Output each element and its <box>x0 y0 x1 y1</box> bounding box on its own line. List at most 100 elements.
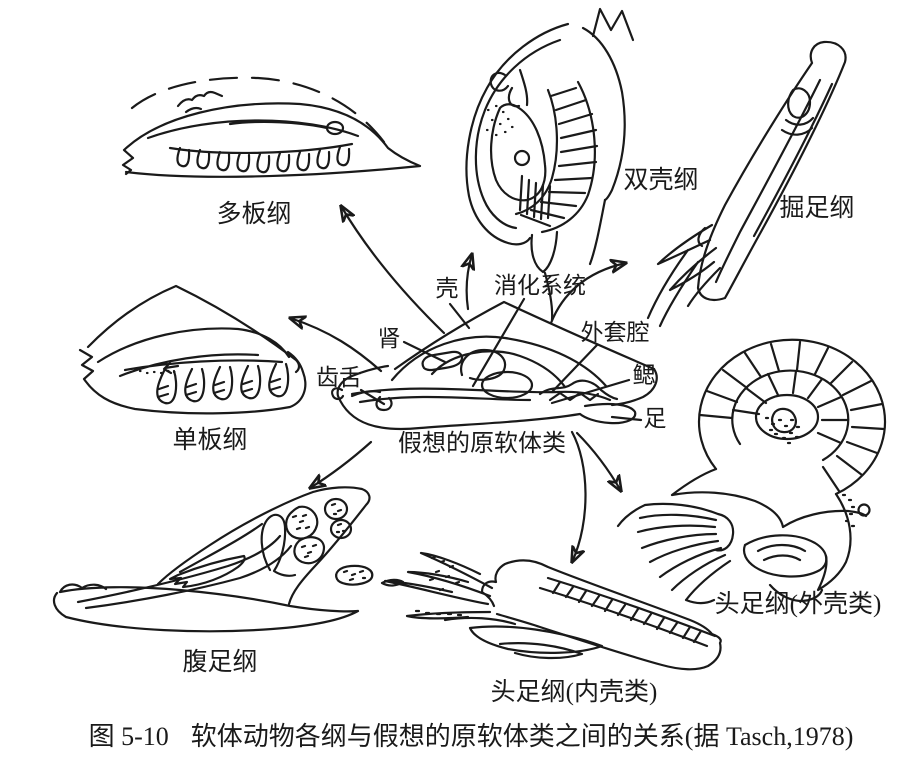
scaphopod-foot-spikes <box>646 223 722 328</box>
chiton-body-outline <box>121 102 422 178</box>
label-cephalopoda-endocochleate: 头足纲(内壳类) <box>490 679 658 706</box>
bivalve-stipple <box>485 104 514 137</box>
bivalve-palps <box>489 71 521 108</box>
figure-title: 软体动物各纲与假想的原软体类之间的关系 <box>190 722 685 751</box>
monoplacophora-illustration <box>78 284 307 415</box>
bivalve-stomach <box>513 149 531 167</box>
scaphopod-collar <box>780 116 815 136</box>
bivalve-visceral-mass <box>489 68 547 202</box>
gastropod-capsule-1 <box>323 497 349 521</box>
arrow-to-cephalopoda-ecto <box>575 431 621 491</box>
label-gill: 鳃 <box>632 363 656 388</box>
gastropod-ctenidium <box>168 554 246 589</box>
arrow-to-monoplacophora <box>290 318 383 373</box>
figure-caption: 图 5-10 软体动物各纲与假想的原软体类之间的关系(据 Tasch,1978) <box>89 724 854 750</box>
arrow-to-bivalvia <box>467 254 472 311</box>
nautiloid-outer-whorl <box>697 338 887 496</box>
ancestor-head-tentacle <box>331 387 345 401</box>
ancestor-gut-dome <box>390 335 608 389</box>
monoplacophoran-gills <box>156 362 290 405</box>
ancestor-gut-coil <box>460 348 507 381</box>
chiton-scribble <box>176 90 224 114</box>
anatomy-leader-lines <box>359 297 643 422</box>
gastropod-mantle-loop <box>260 513 297 577</box>
gastropod-internal-curves <box>76 522 293 610</box>
leader-shell <box>448 302 471 330</box>
nautiloid-body-whorl <box>768 492 852 603</box>
bivalve-shell-right <box>581 26 626 202</box>
leader-radula <box>359 388 386 406</box>
bivalve-siphons <box>591 7 635 42</box>
bivalve-inner-striations <box>518 174 552 221</box>
label-mantle-cavity: 外套腔 <box>580 320 650 345</box>
scaphopoda-illustration <box>646 40 847 328</box>
scaphopod-inner-lines <box>714 78 834 284</box>
coleoid-arms <box>380 551 494 620</box>
gastropod-gland-blobs <box>285 505 326 565</box>
ancestor-ventral-lines <box>350 387 612 404</box>
ancestor-kidney <box>421 350 464 372</box>
monoplacophoran-gill-baseline <box>118 353 284 378</box>
ancestor-mantle-cavity-line <box>538 379 619 401</box>
leader-mantle-cavity <box>550 343 599 394</box>
nautiloid-head-outline <box>670 467 868 529</box>
label-cephalopoda-ectocochleate: 头足纲(外壳类) <box>714 591 882 618</box>
gastropoda-illustration <box>52 486 374 633</box>
gastropod-hump-outline <box>156 486 371 606</box>
leader-foot <box>610 415 643 422</box>
ancestor-radula-loop <box>350 390 393 412</box>
nautiloid-tentacles <box>616 502 735 605</box>
arrow-to-polyplacophora <box>341 206 446 335</box>
leader-digestive-system <box>471 297 526 388</box>
coleoid-shell-band <box>538 576 717 648</box>
scaphopod-tusk-outline <box>696 40 847 302</box>
ancestor-stomach <box>480 370 534 400</box>
radiation-arrows <box>290 206 626 562</box>
nautiloid-center-stipple <box>764 416 801 445</box>
figure-number: 图 5-10 <box>88 722 169 751</box>
gastropod-foot-outline <box>52 583 360 633</box>
arrow-to-gastropoda <box>310 440 373 488</box>
label-scaphopoda: 掘足纲 <box>779 195 855 222</box>
label-kidney: 肾 <box>377 326 401 351</box>
coleoid-shell-hatching <box>551 580 703 644</box>
figure-source: (据 Tasch,1978) <box>684 722 854 751</box>
ancestor-body-outline <box>336 364 658 431</box>
label-radula: 齿舌 <box>316 365 362 390</box>
label-shell: 壳 <box>435 276 459 301</box>
coleoid-arm-stipple <box>414 555 463 617</box>
nautiloid-eye <box>857 503 871 517</box>
chiton-gill-baseline <box>168 142 354 155</box>
cephalopoda-ecto-illustration <box>616 338 887 605</box>
nautiloid-septa-outer <box>698 340 886 493</box>
cephalopoda-endo-illustration <box>380 551 722 671</box>
gastropod-capsule-2 <box>329 518 353 540</box>
bivalve-gill-edges <box>514 80 596 234</box>
gastropod-sausage <box>335 564 374 586</box>
bivalve-foot <box>530 230 559 322</box>
arrow-to-scaphopoda <box>549 263 626 325</box>
monoplacophoran-inner-arrow <box>162 361 180 375</box>
label-gastropoda: 腹足纲 <box>182 649 258 676</box>
nautiloid-funnel <box>742 534 828 578</box>
chiton-gut-line <box>146 119 360 140</box>
chiton-anus <box>325 120 345 136</box>
nautiloid-inner-whorl <box>754 393 820 441</box>
nautiloid-septa-mid <box>731 369 850 445</box>
monoplacophoran-body-outline <box>78 327 307 415</box>
bivalve-shell-left <box>465 22 570 246</box>
leader-gill <box>550 378 631 405</box>
polyplacophora-illustration <box>121 76 422 178</box>
scaphopod-gut-blob <box>787 87 812 119</box>
bivalve-mantle-line <box>474 38 562 230</box>
bivalvia-illustration <box>465 7 635 322</box>
ancestor-shell <box>393 300 656 371</box>
leader-kidney <box>402 340 447 364</box>
arrow-to-cephalopoda-endo <box>572 430 587 562</box>
label-polyplacophora: 多板纲 <box>216 201 292 228</box>
coleoid-fins <box>443 616 604 660</box>
label-monoplacophora: 单板纲 <box>172 427 248 454</box>
label-foot: 足 <box>643 406 667 431</box>
